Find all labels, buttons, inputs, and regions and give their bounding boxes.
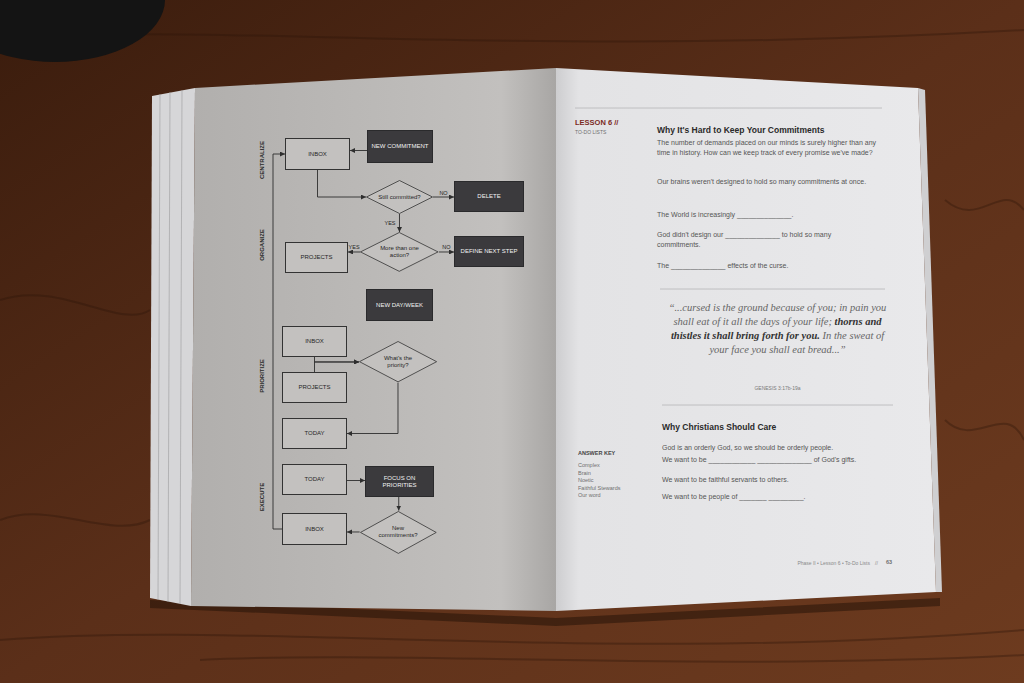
left-page	[191, 68, 556, 611]
page-text: Complex	[578, 462, 600, 469]
page-text: ANSWER KEY	[578, 450, 615, 457]
node-text: FOCUS ON PRIORITIES	[369, 475, 430, 489]
page-text: //	[875, 560, 878, 566]
page-text: The World is increasingly ______________…	[657, 210, 887, 220]
edge-label: YES	[383, 220, 396, 226]
page-stack	[150, 88, 195, 606]
decision-diamond: What's the priority?	[359, 341, 437, 382]
decision-diamond: Still committed?	[366, 180, 433, 214]
node-text: TODAY	[304, 476, 324, 483]
node-text: INBOX	[305, 526, 324, 533]
page-text: We want to be people of _______ ________…	[662, 492, 897, 501]
flow-arrow	[318, 170, 367, 197]
page-text: GENESIS 3:17b-19a	[660, 385, 895, 391]
page-text: God didn't design our ______________ to …	[657, 230, 872, 249]
node-text: Still committed?	[378, 194, 420, 201]
page-text: Noetic	[578, 477, 594, 484]
page-text: We want to be faithful servants to other…	[662, 475, 897, 484]
flow-arrow	[399, 214, 400, 232]
node-text: PROJECTS	[300, 254, 332, 261]
action-box: DELETE	[454, 181, 524, 212]
page-text: LESSON 6 //	[575, 118, 618, 127]
page-text: We want to be ____________ _____________…	[662, 455, 897, 464]
page-text: Phase II • Lesson 6 • To-Do Lists	[690, 560, 870, 566]
section-label: EXECUTE	[259, 483, 266, 511]
list-box: INBOX	[282, 326, 347, 357]
flow-arrow	[350, 150, 367, 151]
diamond-shape	[359, 342, 436, 382]
page-text: Faithful Stewards	[578, 485, 621, 492]
node-text: INBOX	[308, 151, 327, 158]
edge-label: NO	[441, 244, 451, 250]
diamond-shape	[367, 181, 433, 214]
section-label: CENTRALIZE	[259, 141, 266, 179]
flow-arrow	[347, 383, 398, 434]
decision-diamond: New commitments?	[360, 511, 437, 554]
page-text: The number of demands placed on our mind…	[657, 138, 889, 157]
flow-arrow	[315, 357, 359, 362]
action-box: NEW DAY/WEEK	[366, 289, 433, 321]
connectors	[273, 151, 454, 532]
rule	[662, 405, 893, 406]
diamond-shape	[360, 511, 436, 553]
page-text: God is an orderly God, so we should be o…	[662, 443, 897, 452]
node-text: INBOX	[305, 338, 324, 345]
scripture-quote: “...cursed is the ground because of you;…	[660, 301, 895, 357]
flow-arrow	[398, 497, 399, 511]
flow-arrow	[347, 480, 365, 481]
action-box: FOCUS ON PRIORITIES	[365, 466, 434, 497]
node-text: NEW DAY/WEEK	[376, 302, 423, 309]
flow-arrow	[347, 531, 360, 532]
rule	[660, 289, 885, 290]
node-text: PROJECTS	[298, 384, 330, 391]
node-text: NEW COMMITMENT	[372, 143, 429, 150]
diamond-shape	[361, 233, 439, 272]
flow-arrow	[315, 362, 359, 372]
action-box: DEFINE NEXT STEP	[454, 236, 524, 267]
page-text: Brain	[578, 470, 591, 477]
node-text: More than one action?	[378, 245, 421, 259]
flow-arrow	[439, 251, 454, 252]
list-box: PROJECTS	[282, 372, 347, 403]
section-label: PRIORITIZE	[259, 359, 266, 393]
page-edges	[158, 90, 182, 604]
flow-arrow	[433, 197, 454, 198]
page-text: Why It's Hard to Keep Your Commitments	[657, 125, 892, 135]
list-box: TODAY	[282, 418, 347, 449]
wood-grain	[0, 30, 1024, 662]
flow-arrow	[348, 251, 360, 252]
node-text: DELETE	[477, 193, 500, 200]
list-box: PROJECTS	[285, 242, 348, 273]
page-text: 63	[886, 559, 892, 566]
node-text: What's the priority?	[376, 355, 420, 369]
list-box: TODAY	[282, 464, 347, 495]
edge-label: YES	[348, 244, 361, 250]
page-text: The ______________ effects of the curse.	[657, 261, 887, 271]
node-text: New commitments?	[376, 525, 420, 539]
section-label: ORGANIZE	[259, 229, 266, 261]
page-text: Our brains weren't designed to hold so m…	[657, 177, 882, 187]
rule	[575, 108, 882, 109]
page-text: Our word	[578, 492, 601, 499]
dark-object	[0, 0, 165, 62]
page-text: TO-DO LISTS	[575, 129, 606, 135]
edge-label: NO	[438, 190, 448, 196]
page-stack	[918, 88, 942, 592]
node-text: DEFINE NEXT STEP	[461, 248, 518, 255]
action-box: NEW COMMITMENT	[367, 130, 433, 163]
list-box: INBOX	[282, 513, 347, 545]
list-box: INBOX	[285, 138, 350, 170]
right-page	[556, 68, 936, 611]
node-text: TODAY	[304, 430, 324, 437]
decision-diamond: More than one action?	[360, 232, 439, 272]
page-text: Why Christians Should Care	[662, 422, 892, 432]
